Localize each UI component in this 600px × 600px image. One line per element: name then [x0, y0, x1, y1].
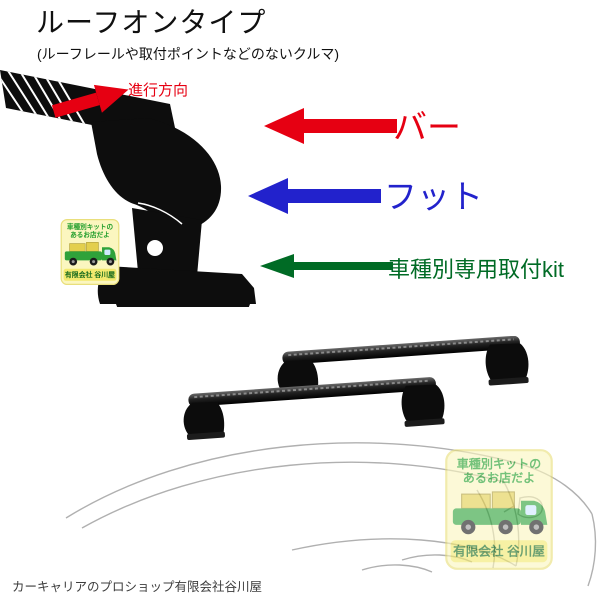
- crossbars-illustration: [183, 336, 529, 441]
- crossbar-front: [183, 377, 445, 441]
- truck-icon: [64, 242, 117, 266]
- foot-arrow: [248, 178, 381, 214]
- watermark-logo: 車種別キットの あるお店だよ 有限会社 谷川屋: [445, 449, 553, 570]
- kit-base-plate: [116, 304, 250, 307]
- kit-base: [97, 266, 256, 304]
- direction-arrow: [51, 84, 129, 118]
- bar-arrow: [264, 108, 397, 144]
- page-title: ルーフオンタイプ: [36, 7, 267, 38]
- truck-icon: [452, 491, 548, 535]
- watermark-company: 有限会社 谷川屋: [453, 544, 545, 559]
- watermark-text-1: 車種別キットの: [457, 456, 542, 471]
- foot-body: [91, 118, 222, 232]
- foot-label: フット: [384, 178, 483, 215]
- stamp-text-2: あるお店だよ: [70, 230, 110, 239]
- foot-hole: [147, 240, 163, 256]
- shop-caption: カーキャリアのプロショップ有限会社谷川屋: [12, 580, 263, 594]
- stamp-text-1: 車種別キットの: [67, 222, 114, 231]
- foot-column: [132, 208, 202, 276]
- kit-arrow: [260, 254, 393, 278]
- watermark-text-2: あるお店だよ: [463, 470, 535, 485]
- bar-label: バー: [393, 109, 461, 147]
- roof-foot-illustration: [0, 70, 256, 307]
- stamp-company: 有限会社 谷川屋: [65, 270, 115, 279]
- foot-highlight: [137, 202, 183, 225]
- page-subtitle: (ルーフレールや取付ポイントなどのないクルマ): [37, 46, 340, 62]
- shop-stamp: 車種別キットの あるお店だよ 有限会社 谷川屋: [60, 219, 120, 285]
- kit-label: 車種別専用取付kit: [388, 257, 565, 282]
- travel-direction-label: 進行方向: [128, 82, 189, 99]
